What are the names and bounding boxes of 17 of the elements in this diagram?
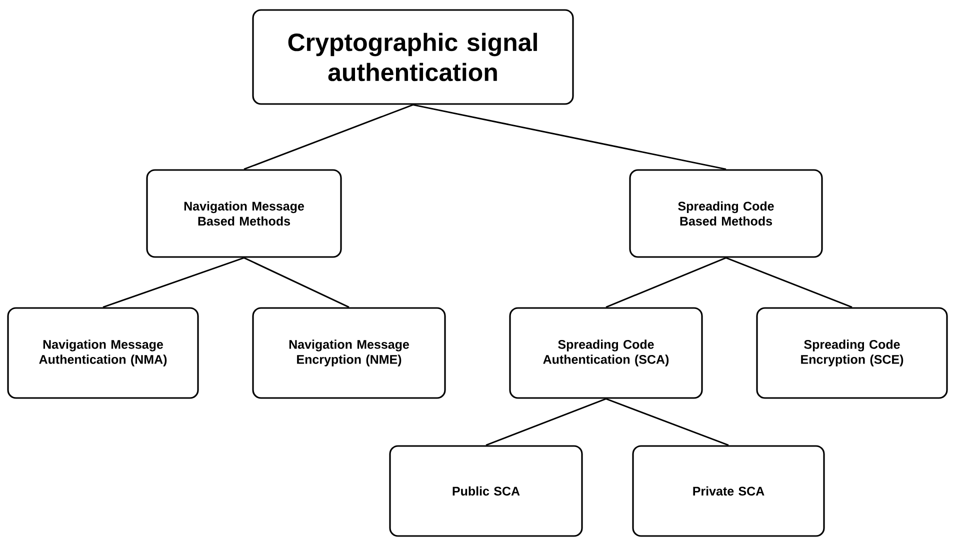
box: Cryptographic signal authentication (252, 9, 574, 105)
connector-line (726, 257, 852, 308)
box: Spreading Code Based Methods (629, 169, 823, 258)
connector-line (244, 104, 414, 170)
box: Navigation Message Authentication (NMA) (7, 307, 199, 399)
box: Private SCA (632, 445, 825, 537)
connector-line (606, 398, 729, 446)
connector-line (244, 257, 350, 308)
connector-line (102, 257, 244, 308)
box: Spreading Code Encryption (SCE) (756, 307, 948, 399)
connector-line (606, 257, 726, 308)
box: Public SCA (389, 445, 583, 537)
box: Spreading Code Authentication (SCA) (509, 307, 703, 399)
connector-line (412, 104, 726, 170)
box: Navigation Message Encryption (NME) (252, 307, 446, 399)
connector-line (486, 398, 606, 446)
box: Navigation Message Based Methods (146, 169, 342, 258)
